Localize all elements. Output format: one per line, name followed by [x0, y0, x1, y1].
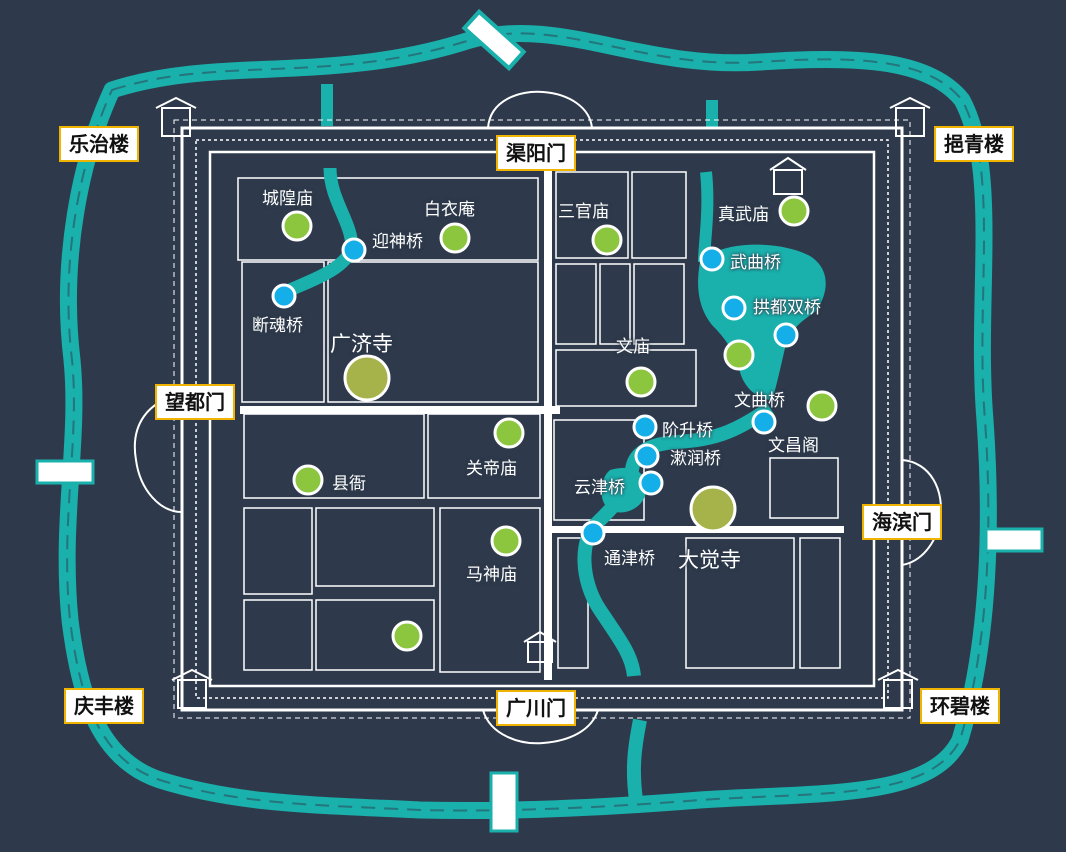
bridge-marker-tongjin[interactable]	[580, 520, 606, 546]
temple-marker-zhenwu[interactable]	[778, 195, 810, 227]
temple-label-zhenwu: 真武庙	[718, 205, 769, 225]
bridge-marker-shurun[interactable]	[634, 443, 660, 469]
tower-icon	[523, 630, 557, 663]
bridge-marker-gongdu[interactable]	[721, 295, 747, 321]
tower-icons	[155, 96, 931, 709]
bridge-label-wuqu: 武曲桥	[730, 253, 781, 273]
tower-icon	[889, 96, 931, 137]
bridge-label-yingshen: 迎神桥	[372, 232, 423, 252]
temple-marker-sanguan[interactable]	[591, 224, 623, 256]
bridge-marker-yunjin[interactable]	[638, 470, 664, 496]
temple-markers	[281, 195, 838, 652]
temple-marker-guangji[interactable]	[343, 354, 391, 402]
bridge-label-shurun: 漱润桥	[670, 449, 721, 469]
temple-marker-xianya[interactable]	[292, 464, 324, 496]
moat-spur-north-east	[706, 100, 718, 128]
temple-label-chenghuang: 城隍庙	[262, 189, 313, 209]
moat-spur-north-west	[321, 84, 333, 126]
gate-label-yeqing: 挹青楼	[934, 126, 1014, 162]
moat-bridge-south	[489, 771, 519, 833]
bridge-label-gongdu: 拱都双桥	[753, 298, 821, 318]
bridge-marker-wuqu[interactable]	[699, 246, 725, 272]
outer-moat-edge	[66, 32, 990, 812]
gate-label-wangdu: 望都门	[155, 384, 235, 420]
gate-label-haibin: 海滨门	[862, 504, 942, 540]
gate-label-letong: 乐治楼	[59, 126, 139, 162]
bridge-label-jiesheng: 阶升桥	[662, 421, 713, 441]
temple-marker-chenghuang[interactable]	[281, 210, 313, 242]
temple-label-guandi: 关帝庙	[466, 459, 517, 479]
bridge-marker-jiesheng[interactable]	[632, 414, 658, 440]
bridge-label-tongjin: 通津桥	[604, 549, 655, 569]
bridge-label-duanhun: 断魂桥	[252, 316, 303, 336]
moat-bridge-north	[461, 8, 527, 72]
moat-bridge-west	[35, 459, 95, 485]
temple-label-dajue: 大觉寺	[678, 548, 741, 572]
moat-bridge-east	[984, 527, 1044, 553]
bridge-marker-wenqu[interactable]	[751, 409, 777, 435]
tower-icon	[155, 96, 197, 137]
temple-marker-dajue[interactable]	[689, 485, 737, 533]
bridge-marker-gongdu-2[interactable]	[773, 322, 799, 348]
temple-marker-unnamed_sw[interactable]	[391, 620, 423, 652]
temple-marker-unnamed_se[interactable]	[723, 339, 755, 371]
temple-label-guangji: 广济寺	[330, 332, 393, 356]
temple-label-wenmiao: 文庙	[616, 337, 650, 357]
bridge-markers	[271, 237, 799, 546]
tower-icon	[171, 668, 213, 709]
gate-label-qingfeng: 庆丰楼	[64, 688, 144, 724]
temple-marker-guandi[interactable]	[493, 417, 525, 449]
temple-label-xianya: 县衙	[332, 474, 366, 494]
gate-label-quyang: 渠阳门	[496, 135, 576, 171]
temple-label-mashen: 马神庙	[466, 565, 517, 585]
bridge-label-yunjin: 云津桥	[574, 478, 625, 498]
temple-label-baiyi: 白衣庵	[424, 200, 475, 220]
bridge-marker-yingshen[interactable]	[341, 237, 367, 263]
temple-marker-mashen[interactable]	[490, 525, 522, 557]
temple-marker-wenmiao[interactable]	[625, 366, 657, 398]
temple-marker-wenchang[interactable]	[806, 390, 838, 422]
tower-icon	[877, 668, 919, 709]
gate-label-guangchuan: 广川门	[496, 690, 576, 726]
moat-spur-south	[626, 718, 647, 801]
bridge-label-wenqu: 文曲桥	[734, 391, 785, 411]
temple-marker-baiyi[interactable]	[439, 222, 471, 254]
inner-canals	[282, 167, 826, 677]
gate-label-huanbi: 环碧楼	[920, 688, 1000, 724]
temple-label-sanguan: 三官庙	[558, 202, 609, 222]
bridge-marker-duanhun[interactable]	[271, 283, 297, 309]
temple-label-wenchang: 文昌阁	[768, 436, 819, 456]
tower-icon	[769, 156, 807, 195]
